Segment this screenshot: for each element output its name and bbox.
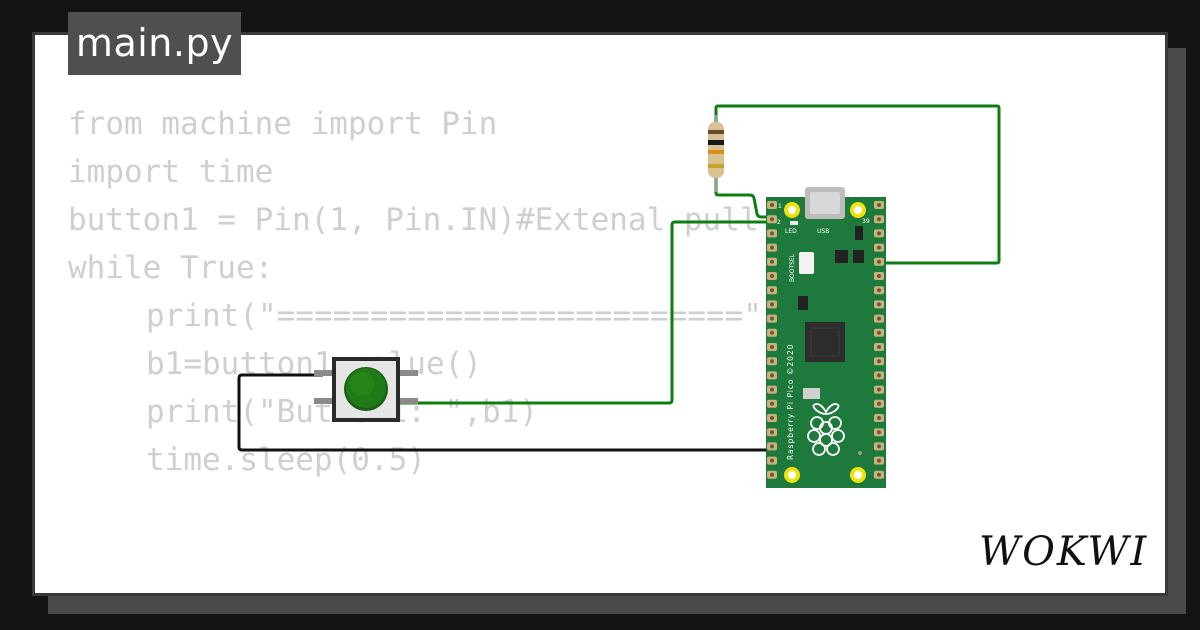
usb-label: USB [817,228,829,235]
header-pin-hole [877,401,881,406]
resistor[interactable] [708,115,724,192]
pin-header-left [767,201,777,479]
header-pin-hole [877,359,881,364]
header-pin-hole [770,259,774,264]
wire-gp1-to-button[interactable] [397,220,770,405]
header-pin-hole [770,288,774,293]
header-pin-hole [770,274,774,278]
raspberry-pi-pico-board[interactable]: LED USB 1 2 39 BOOTSEL Raspberry Pi Pico… [766,187,886,488]
header-pin-hole [877,259,881,264]
header-pin-hole [770,444,774,449]
header-pin-hole [770,458,774,463]
header-pin-hole [770,387,774,392]
code-line: while True: [68,250,274,286]
header-pin-hole [770,401,774,406]
header-pin-hole [770,217,774,222]
header-pin-hole [877,472,881,477]
header-pin-hole [770,316,774,321]
header-pin-hole [770,231,774,236]
bootsel-button[interactable] [799,252,814,274]
header-pin-hole [877,387,881,392]
header-pin-hole [770,430,774,435]
pin-header-right [874,201,884,479]
header-pin-hole [770,302,774,307]
code-line: time.sleep(0.5) [146,442,426,478]
project-preview-card [32,32,1168,596]
header-pin-hole [877,245,881,250]
header-pin-hole [877,274,881,278]
board-silkscreen: Raspberry Pi Pico ©2020 [786,344,795,461]
header-pin-hole [877,288,881,293]
header-pin-hole [877,231,881,236]
header-pin-hole [877,345,881,349]
header-pin-hole [770,203,774,207]
wire-resistor-to-3v3[interactable] [714,104,1001,265]
code-editor: from machine import Pin import time button… [68,100,781,484]
header-pin-hole [877,373,881,378]
raspberry-pi-logo-icon [807,403,845,456]
pushbutton[interactable] [314,357,418,422]
code-line: import time [68,154,274,190]
header-pin-hole [877,416,881,420]
header-pin-hole [877,430,881,435]
code-line: print("=========================") [146,298,781,334]
header-pin-hole [877,302,881,307]
led-label: LED [785,228,797,235]
header-pin-hole [770,373,774,378]
header-pin-hole [877,217,881,222]
code-line: from machine import Pin [68,106,498,142]
wokwi-logo-text: WOKWI [979,529,1148,575]
header-pin-hole [770,245,774,250]
rp2040-chip [805,322,845,362]
header-pin-hole [877,330,881,335]
wire-button-to-gnd[interactable] [237,373,770,452]
header-pin-hole [877,444,881,449]
header-pin-hole [770,345,774,349]
header-pin-hole [877,203,881,207]
header-pin-hole [877,458,881,463]
header-pin-hole [877,316,881,321]
onboard-led [790,221,798,225]
wokwi-logo: WOKWI [979,529,1148,575]
header-pin-hole [770,472,774,477]
bootsel-label: BOOTSEL [789,253,796,282]
pin-label-2: 2 [777,219,781,226]
pin-label-39: 39 [862,218,870,225]
filename-tab[interactable]: main.py [68,12,241,75]
header-pin-hole [770,416,774,420]
header-pin-hole [770,330,774,335]
header-pin-hole [770,359,774,364]
code-line: button1 = Pin(1, Pin.IN)#Extenal pull [68,202,759,238]
pin-label-1: 1 [778,203,782,210]
usb-port-icon [805,187,845,219]
wire-resistor-to-gp1[interactable] [714,175,770,219]
